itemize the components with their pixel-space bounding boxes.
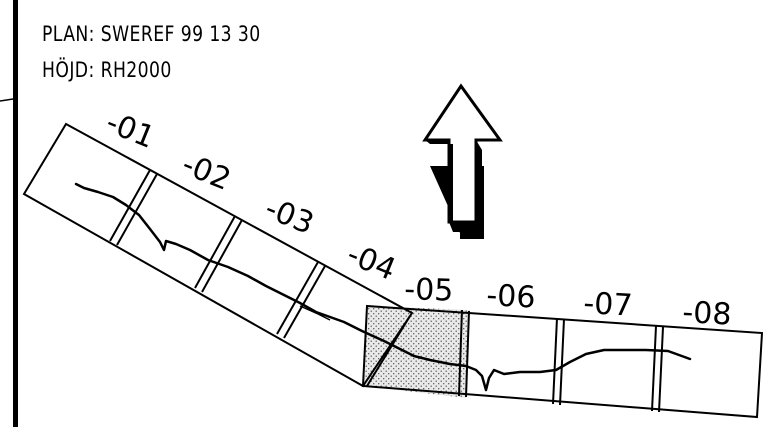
divider-02-03: [201, 219, 243, 293]
divider-06-07: [559, 318, 565, 406]
sheet-dividers: [109, 169, 664, 413]
divider-07-08: [651, 325, 657, 412]
plan-coordinate-system: PLAN: SWEREF 99 13 30: [42, 22, 261, 46]
divider-07-08: [658, 326, 664, 413]
frame-tick: [0, 98, 14, 102]
divider-06-07: [552, 317, 558, 405]
height-system: HÖJD: RH2000: [42, 58, 172, 82]
divider-04-05: [366, 315, 411, 387]
route-line-detail: [299, 305, 331, 321]
north-arrow-icon: [422, 83, 503, 239]
sheet-label-08: -08: [682, 295, 733, 333]
divider-05-06: [458, 309, 463, 397]
divider-01-02: [109, 169, 151, 242]
divider-02-03: [194, 215, 236, 289]
sheet-label-05: -05: [404, 272, 454, 309]
sheet-05-highlight[interactable]: [363, 306, 470, 398]
route-line: [74, 182, 692, 392]
divider-05-06: [465, 310, 470, 398]
divider-03-04: [276, 261, 319, 335]
divider-03-04: [283, 265, 326, 339]
sheet-label-06: -06: [486, 278, 537, 316]
sheet-strip-horizontal: [361, 304, 764, 419]
sheet-label-07: -07: [583, 286, 634, 324]
divider-01-02: [116, 173, 158, 246]
